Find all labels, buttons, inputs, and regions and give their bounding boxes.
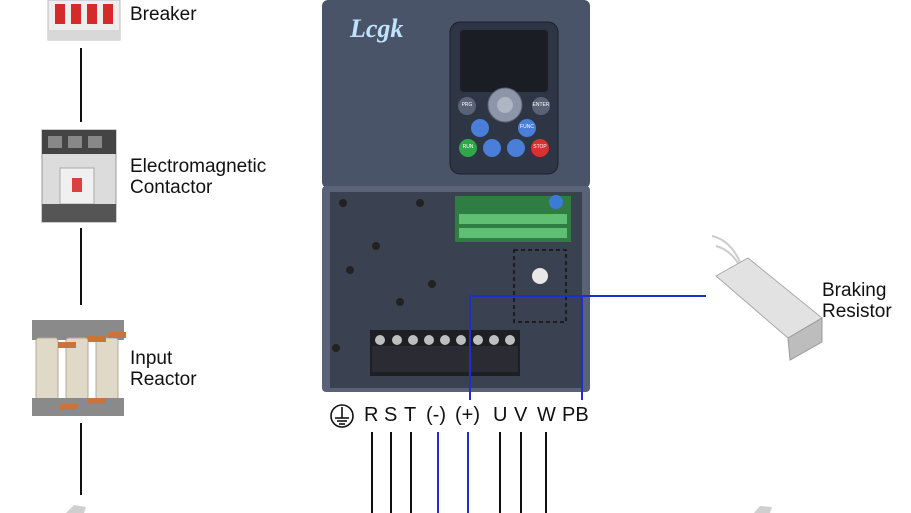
terminal-u: U	[493, 404, 508, 426]
inverter-drive	[322, 0, 590, 392]
bottom-left-device-partial	[66, 505, 86, 513]
contactor-label-line2: Contactor	[130, 177, 213, 198]
brand-logo: Lcgk	[350, 14, 404, 43]
contactor-image	[41, 129, 117, 223]
braking-resistor-image	[711, 235, 823, 361]
reactor-label-line2: Reactor	[130, 369, 197, 390]
stop-button[interactable]: STOP	[533, 144, 547, 150]
func-button[interactable]: FUNC	[520, 124, 534, 130]
prg-button[interactable]: PRG	[461, 102, 473, 108]
terminal-w: W	[537, 404, 556, 426]
terminal-pos: (+)	[455, 404, 480, 426]
reactor-label-line1: Input	[130, 348, 173, 369]
braking-resistor-label-line1: Braking	[822, 280, 887, 301]
circuit-breaker-label: Breaker	[130, 4, 197, 25]
bottom-right-device-partial	[754, 506, 772, 513]
input-reactor-image	[32, 320, 126, 416]
ground-icon	[330, 404, 354, 428]
braking-resistor-label-line2: Resistor	[822, 301, 892, 322]
terminal-neg: (-)	[426, 404, 446, 426]
terminal-pb: PB	[562, 404, 589, 426]
terminal-r: R	[364, 404, 379, 426]
terminal-v: V	[514, 404, 528, 426]
enter-button[interactable]: ENTER	[532, 102, 550, 108]
circuit-breaker-image	[47, 0, 121, 41]
terminal-t: T	[404, 404, 417, 426]
terminal-s: S	[384, 404, 398, 426]
contactor-label-line1: Electromagnetic	[130, 156, 267, 177]
run-button[interactable]: RUN	[462, 144, 474, 150]
